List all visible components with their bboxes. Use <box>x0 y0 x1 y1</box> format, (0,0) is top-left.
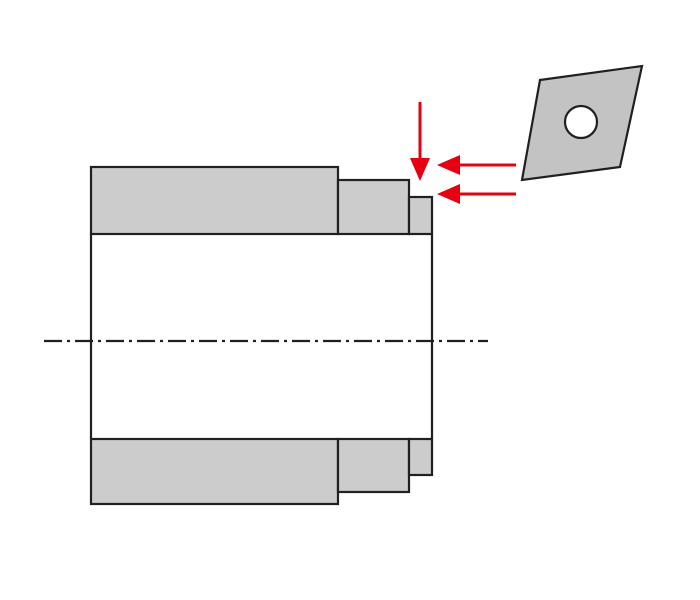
lower-step-section <box>336 437 411 494</box>
workpiece-upper-wall <box>89 165 434 236</box>
axial-feed-arrow-upper <box>437 155 516 175</box>
workpiece-lower-wall <box>89 437 434 506</box>
axial-feed-arrow-lower <box>437 184 516 204</box>
radial-feed-arrow <box>410 102 430 181</box>
lower-main-section <box>89 437 340 506</box>
bore-outline <box>89 234 434 439</box>
cutting-insert <box>520 64 644 182</box>
upper-main-section <box>89 165 340 236</box>
feed-arrows <box>410 102 516 204</box>
lower-end-section <box>407 437 434 477</box>
upper-end-section <box>407 195 434 236</box>
upper-step-section <box>336 178 411 236</box>
insert-hole <box>563 104 599 140</box>
